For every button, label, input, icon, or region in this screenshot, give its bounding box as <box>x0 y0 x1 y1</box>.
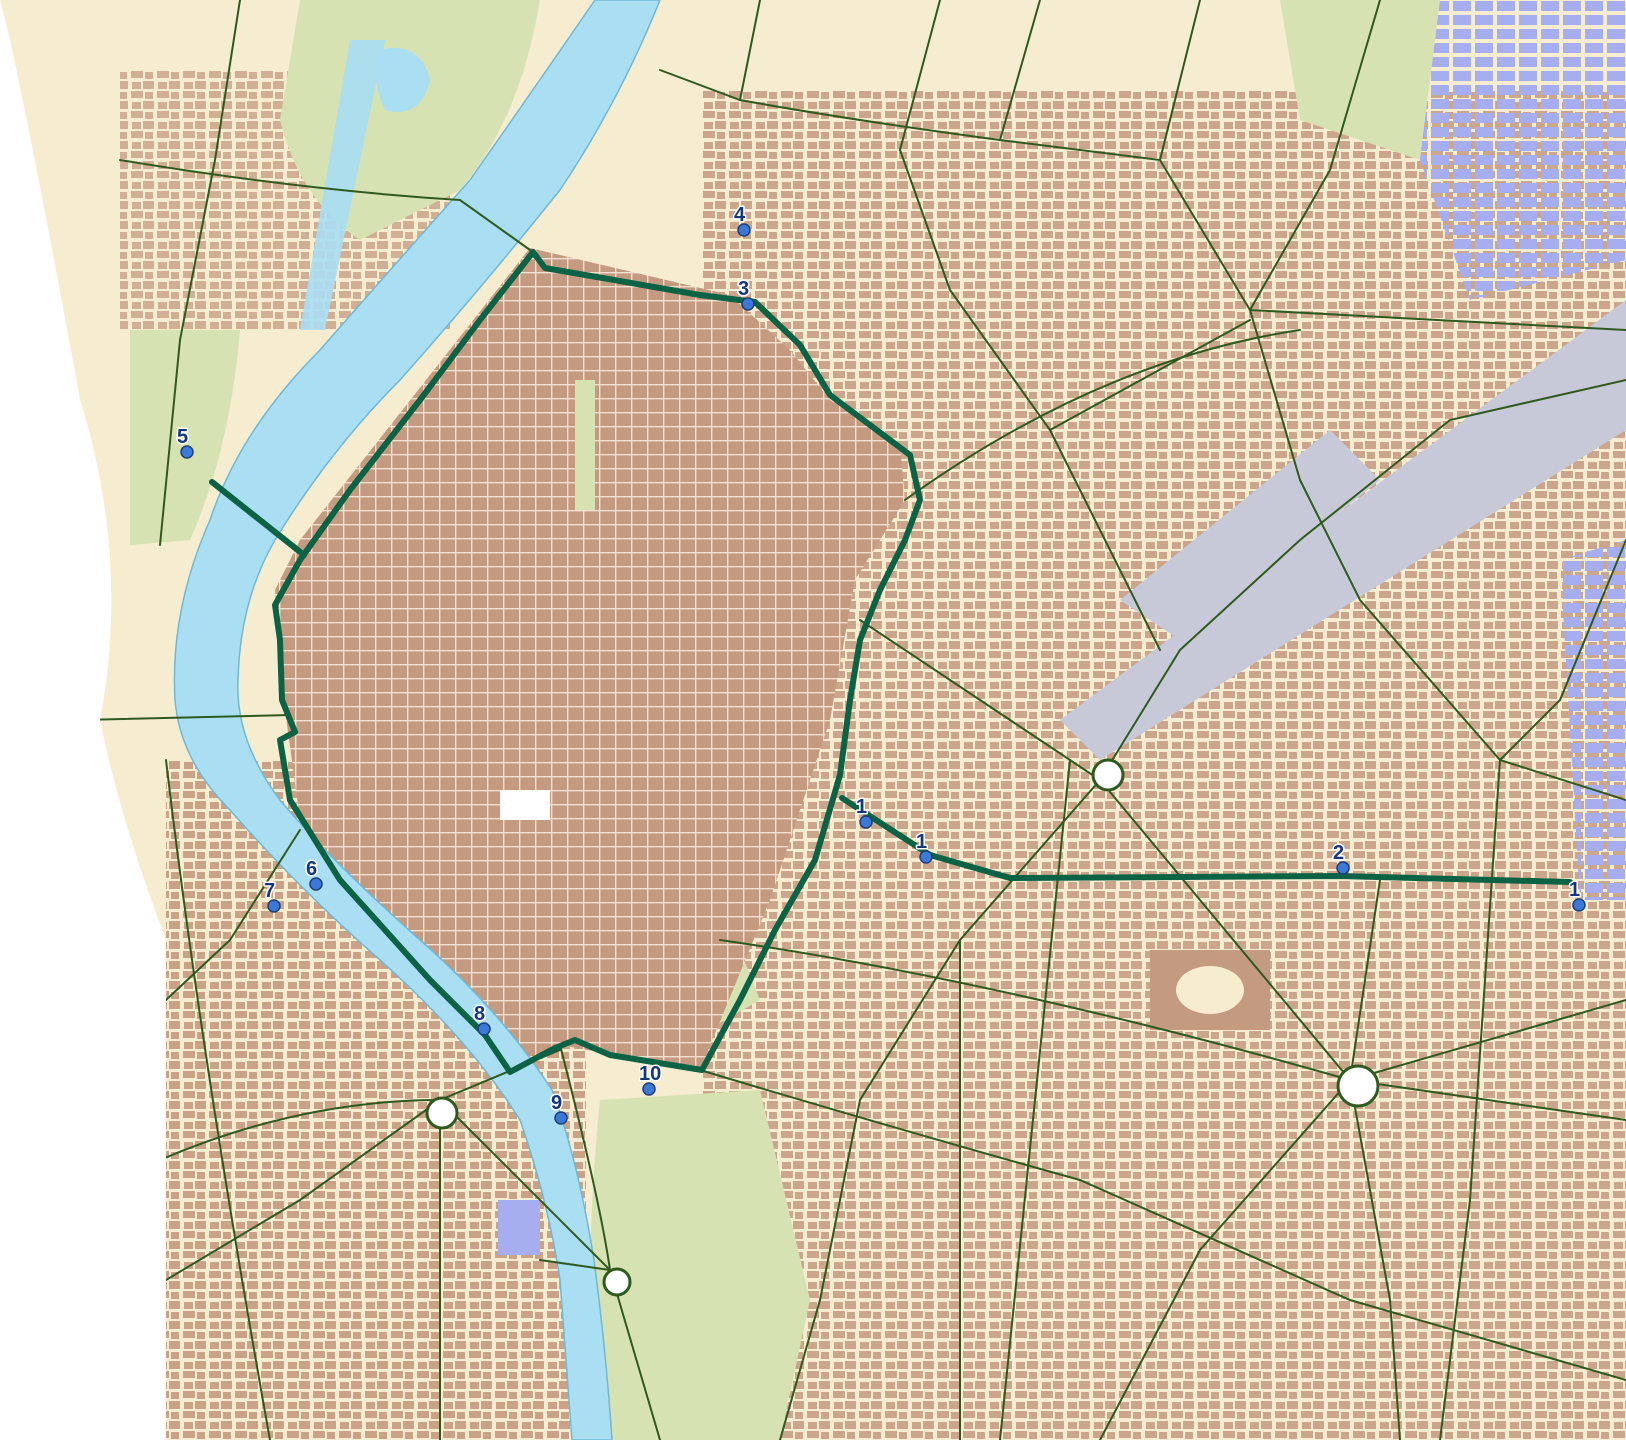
map-pin-icon <box>554 1111 568 1125</box>
map-marker-m3[interactable]: 3 <box>737 277 755 311</box>
map-marker-m8[interactable]: 8 <box>473 1002 491 1036</box>
map-marker-m4[interactable]: 4 <box>733 203 751 237</box>
map-marker-m1c[interactable]: 1 <box>1568 878 1586 912</box>
pond <box>376 48 430 112</box>
marker-label: 5 <box>177 426 188 448</box>
map-marker-m10[interactable]: 10 <box>638 1062 663 1096</box>
marker-label: 2 <box>1333 842 1344 864</box>
map-marker-m2[interactable]: 2 <box>1332 841 1350 875</box>
rail-corridor-2 <box>1120 430 1380 640</box>
map-extent-mask <box>0 0 166 1440</box>
map-marker-m7[interactable]: 7 <box>263 879 281 913</box>
park-south <box>590 1090 810 1440</box>
map-pin-icon <box>180 445 194 459</box>
roundabout-icon <box>425 758 1380 1297</box>
marker-label: 4 <box>734 204 746 226</box>
stadium-field <box>1176 966 1244 1014</box>
rail-corridor <box>1060 300 1626 760</box>
map-marker-m6[interactable]: 6 <box>305 857 323 891</box>
park-west <box>130 330 240 545</box>
map-pin-icon <box>741 297 755 311</box>
marker-label: 9 <box>551 1092 562 1114</box>
map-pin-icon <box>477 1022 491 1036</box>
marker-label: 3 <box>738 278 749 300</box>
marker-label: 7 <box>264 880 275 902</box>
marker-label: 6 <box>306 858 317 880</box>
map-pin-icon <box>309 877 323 891</box>
map-pin-icon <box>267 899 281 913</box>
park-northeast <box>1280 0 1440 160</box>
canal-north <box>300 40 385 330</box>
building-blocks-east <box>700 90 1626 1440</box>
marker-label: 1 <box>856 796 867 818</box>
marker-label: 10 <box>639 1063 661 1085</box>
industrial-zone-south <box>498 1200 540 1255</box>
map-pin-icon <box>1572 898 1586 912</box>
river <box>173 0 661 1440</box>
industrial-zone-north <box>1420 0 1626 300</box>
industrial-zone-east <box>1560 540 1626 900</box>
marker-label: 1 <box>916 831 927 853</box>
highlighted-route <box>209 249 1573 1075</box>
markers-layer: 1 1 1 2 3 4 5 6 7 8 9 10 <box>176 203 1586 1125</box>
map-pin-icon <box>919 850 933 864</box>
marker-label: 1 <box>1569 879 1580 901</box>
road-network <box>79 0 1626 1440</box>
old-town-plaza <box>500 790 550 820</box>
map-marker-m1b[interactable]: 1 <box>915 830 933 864</box>
map-marker-m1a[interactable]: 1 <box>855 795 873 829</box>
old-town-park-strip <box>575 380 595 510</box>
map-marker-m9[interactable]: 9 <box>550 1091 568 1125</box>
map-pin-icon <box>737 223 751 237</box>
map-marker-m5[interactable]: 5 <box>176 425 194 459</box>
map-pin-icon <box>859 815 873 829</box>
map-pin-icon <box>642 1082 656 1096</box>
map-pin-icon <box>1336 861 1350 875</box>
marker-label: 8 <box>474 1003 485 1025</box>
